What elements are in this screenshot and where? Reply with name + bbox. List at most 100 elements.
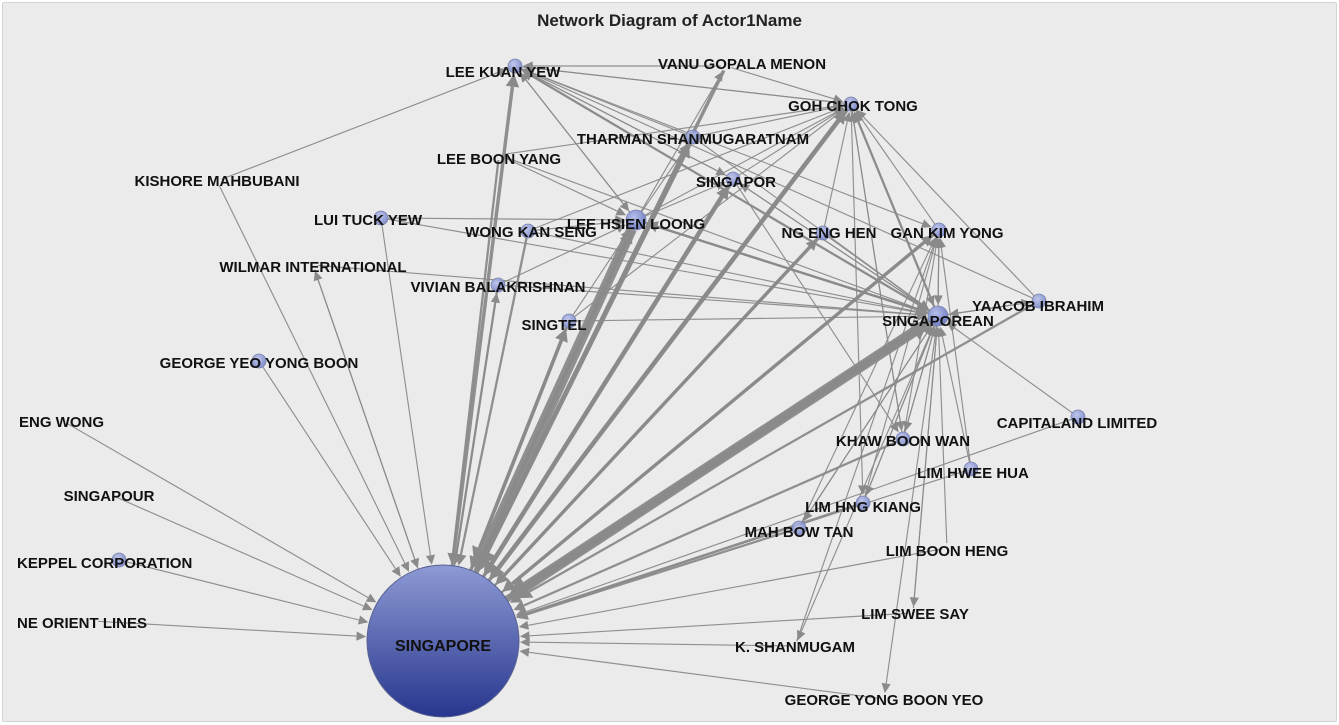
edge-singapore-to-singtel (469, 339, 564, 571)
edge-lhl-to-singapor (644, 185, 718, 217)
arrowhead-lhl-to-vgm (714, 71, 723, 82)
node-label-singapour: SINGAPOUR (64, 488, 155, 505)
arrowhead-capitaland-to-singapore (515, 607, 527, 617)
arrowhead-vivian-to-lhl (615, 224, 626, 233)
arrowhead-singapore-to-vivian (490, 292, 500, 304)
edge-lbh-to-singaporean (938, 336, 948, 544)
node-lty[interactable] (373, 210, 389, 226)
edge-lhk-to-singaporean (865, 334, 931, 497)
node-gky[interactable] (931, 222, 947, 238)
node-label-lty: LUI TUCK YEW (314, 212, 423, 229)
node-gct[interactable] (843, 96, 859, 112)
edge-kshan-to-singapore (529, 641, 791, 647)
node-singapore[interactable] (366, 564, 520, 718)
arrowhead-lss-to-singaporean (931, 327, 941, 337)
edge-singapore-to-lky (450, 86, 515, 566)
arrowhead-singapor-to-gct (833, 108, 845, 118)
node-singtel[interactable] (561, 313, 577, 329)
node-yaacob[interactable] (1031, 293, 1047, 309)
edge-mbt-to-gky (801, 245, 933, 522)
node-label-gct: GOH CHOK TONG (788, 98, 918, 115)
arrowhead-singaporean-to-gybyeo (881, 682, 891, 694)
edge-wks-to-singapore (459, 237, 528, 555)
arrowhead-kmah-to-lky (496, 68, 508, 77)
arrowhead-nol-to-singapore (356, 631, 367, 641)
arrowhead-keppel-to-singapore (357, 615, 369, 625)
arrowhead-yaacob-to-singaporean (948, 308, 960, 318)
node-label-gyyb: GEORGE YEO YONG BOON (160, 355, 359, 372)
edge-yaacob-to-gct (862, 116, 1035, 297)
node-vivian[interactable] (490, 277, 506, 293)
node-label-singapore: SINGAPORE (395, 638, 491, 655)
arrowhead-kmah-to-singapore (400, 561, 409, 572)
edge-kmah-to-singapore (218, 185, 406, 564)
edge-singapore-to-vivian (454, 302, 496, 566)
edge-singapor-to-gct (738, 112, 837, 176)
edge-wks-to-lhl (534, 221, 616, 231)
node-label-keppel: KEPPEL CORPORATION (17, 555, 192, 572)
edge-singtel-to-gct (574, 114, 838, 318)
edge-lty-to-singaporean (387, 218, 918, 313)
arrowhead-singapore-to-wilmar (313, 270, 323, 282)
arrowhead-kshan-to-singapore (520, 637, 530, 647)
arrowhead-lss-to-singapore (519, 631, 530, 641)
arrowhead-lky-to-singapor (715, 166, 726, 176)
node-kbw[interactable] (895, 431, 911, 447)
node-label-kmah: KISHORE MAHBUBANI (135, 173, 300, 190)
arrowhead-gyyb-to-singapore (391, 566, 401, 577)
edge-singapor-to-singaporean (738, 182, 922, 306)
node-capitaland[interactable] (1070, 409, 1086, 425)
arrowhead-wks-to-singapore (455, 553, 467, 566)
edge-gybyeo-to-singapore (528, 651, 880, 699)
edge-lhh-to-gky (940, 247, 971, 463)
arrowhead-gct-to-kbw (895, 420, 905, 432)
edge-capitaland-to-singaporean (954, 327, 1073, 414)
node-mbt[interactable] (791, 520, 807, 536)
node-lhh[interactable] (963, 461, 979, 477)
node-lhl[interactable] (625, 209, 647, 231)
arrowhead-singapor-to-singaporean (918, 300, 929, 310)
node-tsh[interactable] (685, 129, 701, 145)
node-gyyb[interactable] (251, 353, 267, 369)
node-label-kbw: KHAW BOON WAN (836, 433, 970, 450)
node-singaporean[interactable] (927, 305, 949, 327)
edge-vgm-to-gct (730, 66, 835, 100)
node-label-lhl: LEE HSIEN LOONG (567, 216, 705, 233)
arrowhead-lky-to-lhl (619, 201, 630, 212)
node-singapor[interactable] (725, 171, 741, 187)
node-lky[interactable] (507, 58, 523, 74)
node-label-singtel: SINGTEL (521, 317, 586, 334)
edge-lty-to-singapore (381, 224, 431, 556)
edge-singaporean-to-lky (530, 74, 930, 312)
node-label-singapor: SINGAPOR (696, 174, 776, 191)
edge-tsh-to-singaporean (698, 140, 922, 305)
arrowhead-wks-to-lhl (615, 217, 626, 227)
edge-yaacob-to-lky (530, 72, 1033, 299)
arrowhead-gct-to-singaporean (925, 295, 935, 306)
node-lhk[interactable] (855, 495, 871, 511)
edge-yaacob-to-singaporean (958, 301, 1033, 314)
edge-kbw-to-singaporean (904, 335, 933, 433)
edge-lss-to-singaporean (912, 336, 937, 609)
node-wks[interactable] (520, 223, 536, 239)
edge-kmah-to-lky (221, 71, 499, 180)
edge-singaporean-to-gybyeo (885, 325, 938, 684)
edge-lhh-to-singaporean (941, 335, 971, 463)
arrowhead-lhl-to-tsh (679, 143, 689, 155)
node-neh[interactable] (815, 225, 831, 241)
edge-kbw-to-singapore (523, 440, 898, 607)
node-label-tsh: THARMAN SHANMUGARATNAM (577, 131, 809, 148)
node-label-mbt: MAH BOW TAN (745, 524, 854, 541)
node-label-yaacob: YAACOB IBRAHIM (972, 298, 1104, 315)
edge-singapor-to-lky (530, 73, 728, 177)
arrowhead-singapore-to-singtel (555, 328, 568, 343)
node-label-lky: LEE KUAN YEW (446, 64, 562, 81)
edge-mbt-to-singaporean (802, 332, 928, 523)
edge-gct-to-lhk (850, 110, 864, 486)
edge-kbw-to-gct (853, 121, 903, 433)
arrowhead-vgm-to-lky (523, 61, 533, 71)
node-keppel[interactable] (111, 552, 127, 568)
edge-lhl-to-gct (644, 111, 836, 216)
